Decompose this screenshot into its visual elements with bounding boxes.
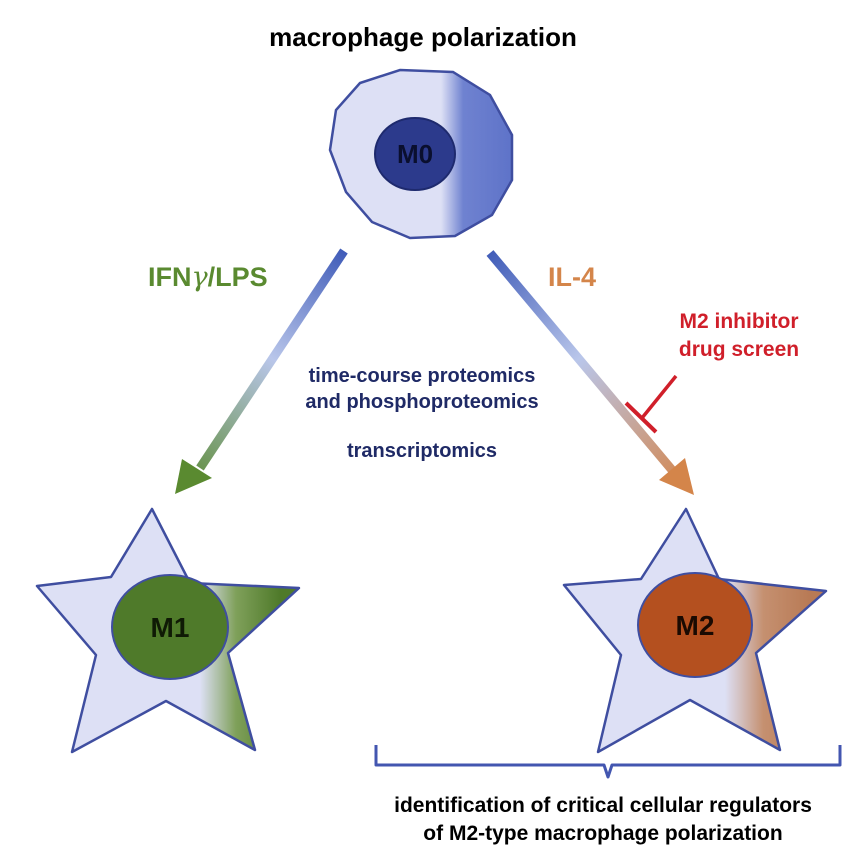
m1-stimulus-greek: γ <box>192 262 209 293</box>
m0-label: M0 <box>397 139 433 169</box>
conclusion-line1: identification of critical cellular regu… <box>394 794 812 817</box>
m2-cell: M2 <box>562 507 828 754</box>
m1-cell: M1 <box>35 507 301 754</box>
arrow-to-m1-head <box>175 459 212 494</box>
m1-stimulus-suffix: /LPS <box>208 262 268 292</box>
m1-stimulus-label: IFNγ/LPS <box>148 262 268 293</box>
inhibitor-label-line1: M2 inhibitor <box>680 310 799 333</box>
inhibitor-label-line2: drug screen <box>679 338 799 361</box>
conclusion-line2: of M2-type macrophage polarization <box>423 822 782 845</box>
methods-line3: transcriptomics <box>347 440 497 462</box>
m0-cell: M0 <box>328 68 514 240</box>
arrow-to-m2-head <box>659 458 694 495</box>
methods-line2: and phosphoproteomics <box>305 391 538 413</box>
diagram-title: macrophage polarization <box>269 22 577 52</box>
m1-stimulus-prefix: IFN <box>148 262 192 292</box>
arrow-to-m2 <box>486 250 694 495</box>
m2-label: M2 <box>676 610 715 641</box>
methods-line1: time-course proteomics <box>309 365 536 387</box>
m1-label: M1 <box>151 612 190 643</box>
inhibition-symbol <box>624 374 678 434</box>
arrow-to-m1 <box>175 248 348 494</box>
m2-stimulus-label: IL-4 <box>548 262 596 292</box>
m0-nucleus <box>374 117 456 191</box>
grouping-bracket <box>374 745 842 779</box>
m1-nucleus <box>111 574 229 680</box>
m2-nucleus <box>637 572 753 678</box>
